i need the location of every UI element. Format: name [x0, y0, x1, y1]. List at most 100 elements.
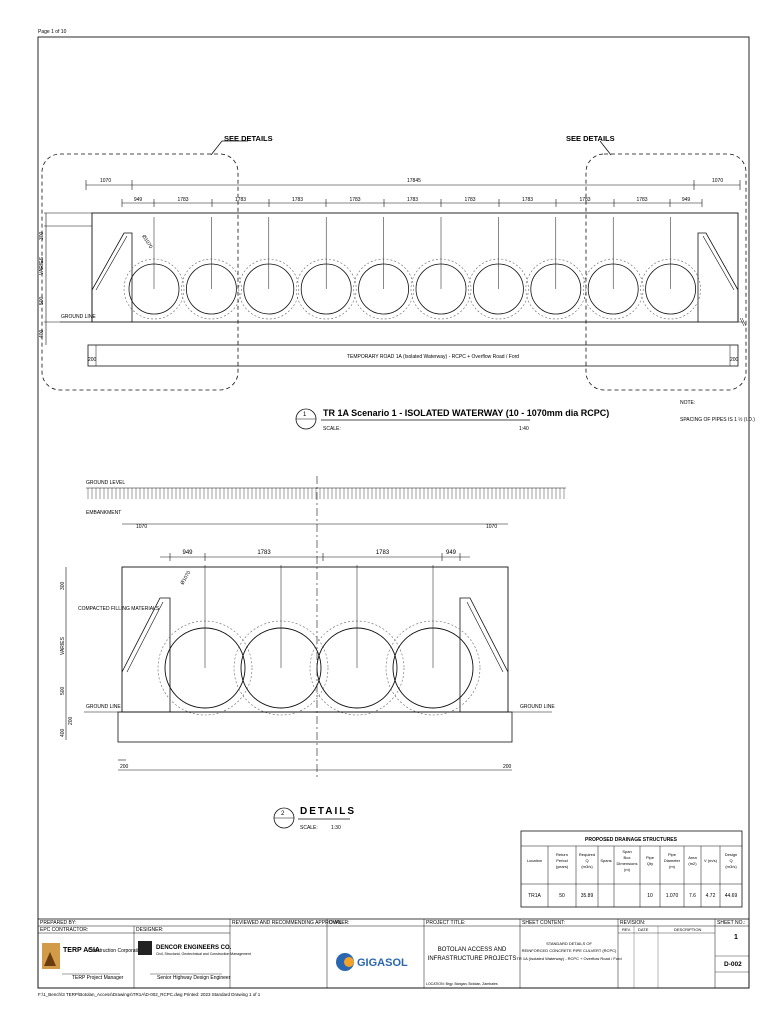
scale-label-2: SCALE: [300, 825, 318, 831]
vert-dim-s1a: 300 [39, 231, 45, 240]
spacing-dim: 1783 [292, 197, 303, 203]
table-header: Pipe [668, 852, 677, 857]
small-dim-left-1: 200 [88, 357, 97, 363]
rev-header-date: DATE [638, 927, 649, 932]
reviewed-by-label: REVIEWED AND RECOMMENDING APPROVAL: [232, 920, 343, 926]
end-dim-left-2: 1070 [136, 524, 147, 530]
overall-dim: 17845 [407, 178, 421, 184]
footer-path: F:\1_Bench\3 TERP\Botolan_Access\Drawing… [38, 992, 261, 997]
table-cell: 4.72 [706, 893, 716, 899]
table-header: Required [579, 852, 595, 857]
pipe-dia-label-2: Ø1070 [180, 570, 193, 586]
sheet-content-sub: TR 1A (Isolated Waterway) - RCPC + Overf… [516, 956, 621, 961]
details-callout-right [585, 153, 747, 391]
small-dim-left-2: 200 [120, 764, 129, 770]
contractor-sign: TERP Project Manager [72, 975, 124, 981]
table-cell: 50 [559, 893, 565, 899]
details-callout-left [41, 153, 239, 391]
page-stamp: Page 1 of 10 [38, 29, 67, 35]
table-header: Return [556, 852, 568, 857]
designer-label: DESIGNER: [136, 927, 164, 933]
road-label: TEMPORARY ROAD 1A (Isolated Waterway) - … [347, 354, 519, 360]
drawing-no: D-002 [724, 961, 742, 968]
end-dim-right-2: 1070 [486, 524, 497, 530]
table-cell: TR1A [528, 893, 541, 899]
scale-value-1: 1:40 [519, 426, 529, 432]
designer-sub: Civil, Structural, Geotechnical and Cons… [156, 952, 251, 956]
small-dim-right-1: 200 [730, 357, 739, 363]
table-header: Area [688, 855, 697, 860]
table-header: Period [556, 858, 568, 863]
title-number-1: 1 [303, 412, 307, 418]
table-header: V (m/s) [704, 858, 718, 863]
ground-line-label-1: GROUND LINE [61, 314, 96, 320]
table-header: Q [585, 858, 588, 863]
wing-wall-left-2 [121, 597, 171, 712]
culvert-body-2 [121, 566, 509, 713]
table-header: Design [725, 852, 737, 857]
end-dim-right: 1070 [712, 178, 723, 184]
table-cell: 1.070 [666, 893, 679, 899]
table-header: (m2) [688, 861, 697, 866]
title-1: TR 1A Scenario 1 - ISOLATED WATERWAY (10… [323, 408, 609, 418]
spacing-dim: 1783 [235, 197, 246, 203]
spacing-dim-2: 1783 [257, 550, 271, 556]
vert-dim-s1c: 500 [39, 296, 45, 305]
table-columns: LocationReturnPeriod(years)RequiredQ(m3/… [527, 846, 738, 907]
road-slab [87, 344, 739, 367]
sheet-content-2: REINFORCED CONCRETE PIPE CULVERT (RCPC) [522, 948, 617, 953]
owner-logo-text: GIGASOL [357, 957, 408, 969]
spacing-dim: 1783 [407, 197, 418, 203]
wing-wall-right-2 [459, 597, 509, 712]
table-header: Dimensions [617, 861, 638, 866]
embankment-label: EMBANKMENT [86, 510, 121, 516]
project-title-1: BOTOLAN ACCESS AND [438, 947, 507, 953]
table-header: Span [622, 849, 631, 854]
compacted-label: COMPACTED FILLING MATERIALS [78, 606, 160, 612]
end-dim-left: 1070 [100, 178, 111, 184]
note-text: SPACING OF PIPES IS 1 ½ (I.D.) [680, 416, 755, 423]
spacing-dim-2: 1783 [376, 550, 390, 556]
ground-line-left-2: GROUND LINE [86, 704, 121, 710]
vert-dim-2d: 200 [68, 716, 74, 725]
title-number-2: 2 [281, 811, 285, 817]
table-header: Spans [600, 858, 611, 863]
sheet-content-label: SHEET CONTENT: [522, 920, 565, 926]
pipes-row-2 [157, 565, 481, 716]
project-title-label: PROJECT TITLE: [426, 920, 466, 926]
see-details-left: SEE DETAILS [224, 134, 273, 143]
sheet-no: 1 [734, 934, 738, 941]
table-header: Location [527, 858, 542, 863]
spacing-dim: 949 [134, 197, 143, 203]
contractor-name: TERP ASIA [63, 947, 100, 954]
small-dim-right-2: 200 [503, 764, 512, 770]
spacing-dim: 1783 [636, 197, 647, 203]
vert-dim-2c: 500 [60, 686, 66, 695]
designer-name: DENCOR ENGINEERS CO. [156, 945, 232, 951]
table-title: PROPOSED DRAINAGE STRUCTURES [585, 837, 678, 843]
base-slab-2 [117, 711, 513, 743]
table-header: Q [729, 858, 732, 863]
table-header: Diameter [664, 858, 681, 863]
vert-dim-2e: 400 [60, 728, 66, 737]
scale-value-2: 1:30 [331, 825, 341, 831]
pipe-dia-label-1: Ø1070 [140, 234, 153, 250]
scale-label-1: SCALE: [323, 426, 341, 432]
table-header: Qty [647, 861, 653, 866]
location: LOCATION: Brgy. Bangan, Botolan, Zambale… [426, 982, 498, 986]
revision-label: REVISION: [620, 920, 645, 926]
table-cell: 44.69 [725, 893, 738, 899]
sheet-no-label: SHEET NO.: [717, 920, 745, 926]
vert-dim-s1d: 400 [39, 329, 45, 338]
pipes-row-1 [123, 217, 701, 320]
table-header: (m) [624, 867, 631, 872]
title-2: DETAILS [300, 806, 356, 817]
designer-logo [138, 941, 152, 955]
table-cell: 35.89 [581, 893, 594, 899]
spacing-dim: 1783 [579, 197, 590, 203]
section1-drawing: SEE DETAILS SEE DETAILS 1070 17845 1070 … [39, 134, 755, 432]
rev-header-desc: DESCRIPTION [674, 927, 701, 932]
